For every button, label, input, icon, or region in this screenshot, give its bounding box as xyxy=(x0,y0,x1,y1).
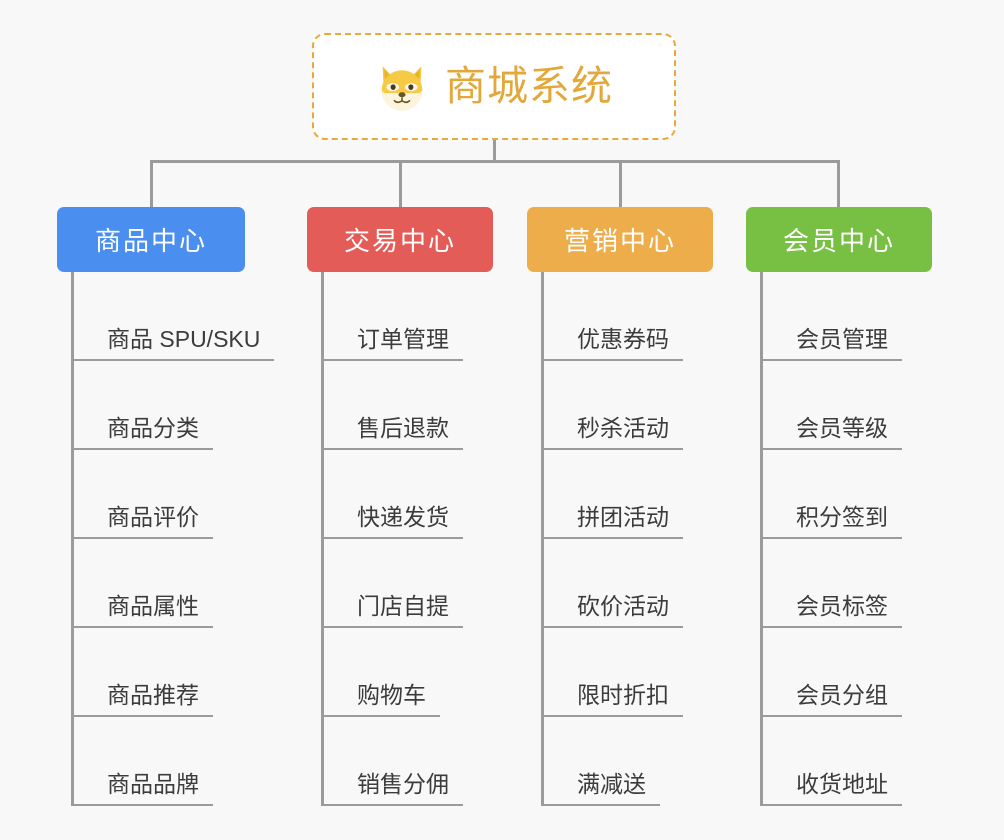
branch-member-center: 会员中心 会员管理 会员等级 积分签到 会员标签 会员分组 收货地址 xyxy=(746,207,932,807)
connector-horizontal-bus xyxy=(150,160,840,163)
leaf-item[interactable]: 砍价活动 xyxy=(544,539,713,629)
branch-spine-trade-center: 订单管理 售后退款 快递发货 门店自提 购物车 销售分佣 xyxy=(321,272,493,807)
branch-header-trade-center[interactable]: 交易中心 xyxy=(307,207,493,272)
leaf-item[interactable]: 收货地址 xyxy=(763,717,932,807)
branch-spine-member-center: 会员管理 会员等级 积分签到 会员标签 会员分组 收货地址 xyxy=(760,272,932,807)
connector-drop-trade-center xyxy=(399,160,402,208)
leaf-label: 会员分组 xyxy=(763,682,902,718)
leaf-item[interactable]: 商品分类 xyxy=(74,361,274,451)
branch-header-marketing-center[interactable]: 营销中心 xyxy=(527,207,713,272)
leaf-label: 售后退款 xyxy=(324,415,463,451)
leaf-item[interactable]: 快递发货 xyxy=(324,450,493,540)
leaf-label: 收货地址 xyxy=(763,771,902,807)
leaf-label: 商品品牌 xyxy=(74,771,213,807)
leaf-label: 商品评价 xyxy=(74,504,213,540)
leaf-item[interactable]: 购物车 xyxy=(324,628,493,718)
leaf-label: 商品属性 xyxy=(74,593,213,629)
branch-header-product-center[interactable]: 商品中心 xyxy=(57,207,245,272)
leaf-item[interactable]: 商品属性 xyxy=(74,539,274,629)
leaf-item[interactable]: 门店自提 xyxy=(324,539,493,629)
leaf-item[interactable]: 积分签到 xyxy=(763,450,932,540)
branch-spine-marketing-center: 优惠券码 秒杀活动 拼团活动 砍价活动 限时折扣 满减送 xyxy=(541,272,713,807)
leaf-item[interactable]: 售后退款 xyxy=(324,361,493,451)
leaf-item[interactable]: 会员等级 xyxy=(763,361,932,451)
leaf-label: 会员等级 xyxy=(763,415,902,451)
leaf-item[interactable]: 订单管理 xyxy=(324,272,493,362)
connector-drop-marketing-center xyxy=(619,160,622,208)
branch-marketing-center: 营销中心 优惠券码 秒杀活动 拼团活动 砍价活动 限时折扣 满减送 xyxy=(527,207,713,807)
branch-trade-center: 交易中心 订单管理 售后退款 快递发货 门店自提 购物车 销售分佣 xyxy=(307,207,493,807)
leaf-label: 限时折扣 xyxy=(544,682,683,718)
connector-root-stem xyxy=(493,140,496,163)
leaf-item[interactable]: 商品 SPU/SKU xyxy=(73,272,275,362)
shiba-dog-emoji-icon xyxy=(381,65,423,111)
leaf-item[interactable]: 会员管理 xyxy=(763,272,932,362)
leaf-item[interactable]: 限时折扣 xyxy=(544,628,713,718)
leaf-item[interactable]: 拼团活动 xyxy=(544,450,713,540)
leaf-label: 商品分类 xyxy=(74,415,213,451)
leaf-item[interactable]: 秒杀活动 xyxy=(544,361,713,451)
leaf-label: 会员标签 xyxy=(763,593,902,629)
leaf-label: 销售分佣 xyxy=(324,771,463,807)
leaf-label: 秒杀活动 xyxy=(544,415,683,451)
connector-drop-member-center xyxy=(837,160,840,208)
leaf-label: 优惠券码 xyxy=(544,326,683,362)
root-node-title: 商城系统 xyxy=(445,63,613,109)
leaf-item[interactable]: 商品推荐 xyxy=(74,628,274,718)
leaf-item[interactable]: 满减送 xyxy=(544,717,713,807)
leaf-label: 商品 SPU/SKU xyxy=(73,326,275,362)
branch-spine-product-center: 商品 SPU/SKU 商品分类 商品评价 商品属性 商品推荐 商品品牌 xyxy=(71,272,275,807)
leaf-label: 商品推荐 xyxy=(74,682,213,718)
leaf-item[interactable]: 会员分组 xyxy=(763,628,932,718)
connector-drop-product-center xyxy=(150,160,153,208)
leaf-label: 门店自提 xyxy=(324,593,463,629)
branch-product-center: 商品中心 商品 SPU/SKU 商品分类 商品评价 商品属性 商品推荐 商品品牌 xyxy=(57,207,275,807)
leaf-item[interactable]: 会员标签 xyxy=(763,539,932,629)
leaf-item[interactable]: 优惠券码 xyxy=(544,272,713,362)
leaf-item[interactable]: 商品品牌 xyxy=(74,717,274,807)
leaf-label: 满减送 xyxy=(544,771,660,807)
leaf-label: 积分签到 xyxy=(763,504,902,540)
leaf-label: 快递发货 xyxy=(324,504,463,540)
leaf-label: 砍价活动 xyxy=(544,593,683,629)
leaf-label: 会员管理 xyxy=(763,326,902,362)
branch-header-member-center[interactable]: 会员中心 xyxy=(746,207,932,272)
root-node-shopping-mall-system[interactable]: 商城系统 xyxy=(312,33,676,140)
leaf-item[interactable]: 商品评价 xyxy=(74,450,274,540)
leaf-label: 拼团活动 xyxy=(544,504,683,540)
leaf-item[interactable]: 销售分佣 xyxy=(324,717,493,807)
leaf-label: 购物车 xyxy=(324,682,440,718)
leaf-label: 订单管理 xyxy=(324,326,463,362)
